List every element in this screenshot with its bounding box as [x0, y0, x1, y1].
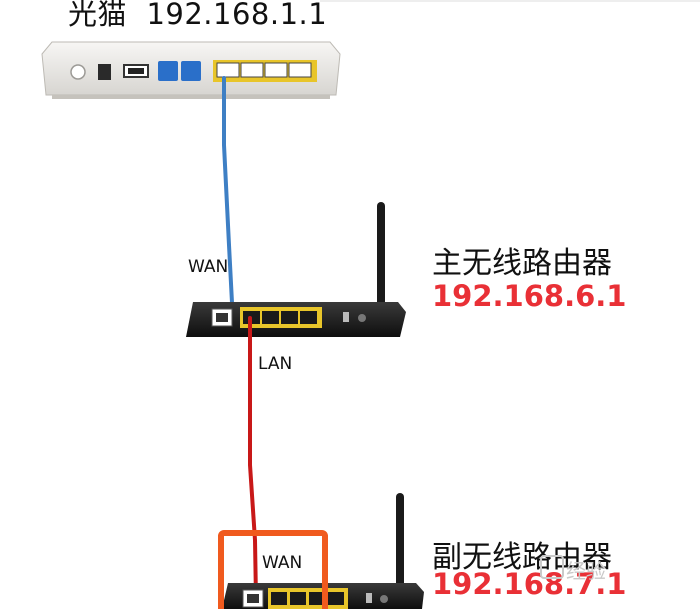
modem-ip: 192.168.1.1: [146, 0, 328, 31]
main-router-device: [186, 202, 406, 337]
modem-label: 光猫: [68, 0, 128, 31]
red-network-cable: [248, 316, 258, 602]
main-router-ip: 192.168.6.1: [432, 279, 627, 313]
wan-highlight-box: [218, 530, 328, 609]
blue-network-cable: [222, 76, 235, 324]
modem-title: 光猫 192.168.1.1: [68, 0, 327, 33]
watermark-text: 经验: [566, 559, 606, 583]
secondary-router-ip: 192.168.7.1: [432, 567, 627, 601]
main-router-name: 主无线路由器: [432, 246, 612, 281]
watermark-logo-icon: [540, 555, 564, 579]
modem-port-panel: [70, 60, 317, 82]
main-router-lan-label: LAN: [258, 354, 293, 374]
main-router-wan-label: WAN: [188, 257, 229, 277]
secondary-router-wan-label: WAN: [262, 553, 303, 573]
optical-modem: [41, 41, 341, 99]
secondary-router-name: 副无线路由器: [432, 540, 612, 575]
